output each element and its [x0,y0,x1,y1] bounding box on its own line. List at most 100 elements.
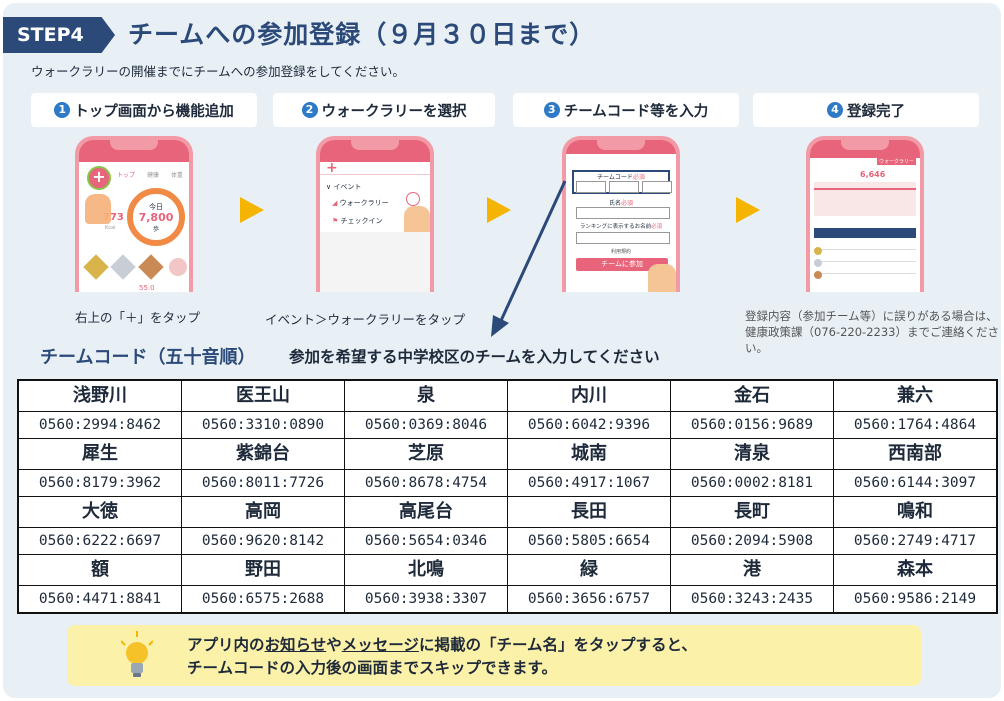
contact-note-line1: 登録内容（参加チーム等）に誤りがある場合は、 [745,309,998,323]
menu-walkrally-label: ウォークラリー [339,199,389,207]
team-code-cell: 0560:6222:6697 [17,527,182,555]
arrow-right-icon [240,197,264,223]
team-code-inputs [576,181,672,193]
contact-note-line2: 健康政策課（076-220-2233）までご連絡ください。 [745,325,999,355]
chevron-down-icon: ∨ [326,183,334,191]
kcal-unit: Kcal [105,225,116,231]
gold-medal-icon [814,247,822,255]
menu-checkin[interactable]: ⚑ チェックイン [332,216,383,226]
course-map [814,182,916,216]
tip-line2: チームコードの入力後の画面までスキップできます。 [187,659,557,677]
team-code-cell: 0560:3243:2435 [670,585,834,614]
school-name-cell: 緑 [507,554,671,586]
tab-health[interactable]: 健康 [147,172,160,179]
team-code-cell: 0560:4917:1067 [507,469,671,497]
app-header-bar [320,140,430,162]
ranking-row [814,252,916,267]
tab-walkrally[interactable]: ウォークラリー [876,158,916,165]
school-name-cell: 清泉 [670,438,834,470]
plus-icon[interactable]: + [87,166,111,190]
team-code-cell: 0560:2094:5908 [670,527,834,555]
hand-pointer-icon [85,194,111,224]
table-subtitle: 参加を希望する中学校区のチームを入力してください [289,348,660,366]
menu-blank-area [320,232,430,292]
tip-text-e: に掲載の「チーム名」をタップすると、 [418,636,697,654]
tab-weight[interactable]: 体重 [171,172,184,179]
plus-icon[interactable]: + [326,160,338,176]
step-ring: 今日 7,800 歩 [127,188,185,246]
team-code-cell: 0560:8011:7726 [181,469,345,497]
phone-notch [351,140,399,150]
name-label: 氏名必須 [566,198,676,207]
pointer-arrow [491,180,567,337]
school-name-cell: 芝原 [344,438,508,470]
phone-screen-top: + トップ 健康 体重 今日 7,800 歩 773 Kcal 55.0 [75,136,193,292]
name-text: 氏名 [608,200,621,207]
shoe-icon: ◢ [332,199,340,207]
step-3-text: チームコード等を入力 [563,103,709,120]
tap-circle-icon [406,192,420,206]
terms-link[interactable]: 利用規約 [610,249,631,255]
phone-notch [597,140,645,150]
team-code-field-3[interactable] [642,181,672,193]
school-name-cell: 北鳴 [344,554,508,586]
globe-icon [168,258,187,276]
required-tag: 必須 [651,224,663,230]
table-row-names: 大徳高岡高尾台長田長町鳴和 [17,496,998,528]
page-subtitle: ウォークラリーの開催までにチームへの参加登録をしてください。 [31,64,405,79]
team-code-cell: 0560:2749:4717 [833,527,998,555]
bottom-value: 55.0 [139,284,155,292]
menu-event-label: イベント [333,183,362,191]
join-team-button[interactable]: チームに参加 [576,258,668,271]
silver-medal-icon [814,259,822,267]
step-badge: STEP4 [3,17,115,53]
school-name-cell: 額 [17,554,182,586]
arrow-right-icon [736,197,760,223]
tip-box: アプリ内のお知らせやメッセージに掲載の「チーム名」をタップすると、 チームコード… [67,625,921,686]
tip-text-a: アプリ内の [187,636,265,654]
pin-icon: ⚑ [332,217,341,225]
menu-checkin-label: チェックイン [340,217,383,225]
team-code-cell: 0560:0156:9689 [670,411,834,439]
school-name-cell: 高尾台 [344,496,508,528]
rank-name-field[interactable] [576,232,670,244]
menu-event[interactable]: ∨ イベント [326,182,361,192]
step-2-caption: イベント＞ウォークラリーをタップ [265,312,466,327]
team-code-text: チームコード [597,174,633,181]
school-name-cell: 泉 [344,379,508,412]
team-code-cell: 0560:6042:9396 [507,411,671,439]
ranking-row [814,264,916,279]
menu-walkrally[interactable]: ◢ ウォークラリー [332,198,389,208]
school-name-cell: 鳴和 [833,496,998,528]
school-name-cell: 兼六 [833,379,998,412]
step-4-text: 登録完了 [847,103,905,120]
school-name-cell: 長田 [507,496,671,528]
tip-text: アプリ内のお知らせやメッセージに掲載の「チーム名」をタップすると、 チームコード… [187,634,697,680]
school-name-cell: 浅野川 [17,379,182,412]
name-field[interactable] [576,207,670,219]
tip-line1: アプリ内のお知らせやメッセージに掲載の「チーム名」をタップすると、 [187,634,697,657]
team-code-cell: 0560:8179:3962 [17,469,182,497]
bronze-medal-icon [814,271,822,279]
team-code-cell: 0560:5805:6654 [507,527,671,555]
school-name-cell: 金石 [670,379,834,412]
team-code-label: チームコード必須 [566,172,676,181]
table-row-names: 犀生紫錦台芝原城南清泉西南部 [17,438,998,470]
team-code-cell: 0560:0369:8046 [344,411,508,439]
team-code-field-2[interactable] [609,181,639,193]
tab-top[interactable]: トップ [117,172,136,179]
ring-unit: 歩 [152,226,159,233]
kcal-value: 773 [103,212,124,223]
team-code-field-1[interactable] [576,181,606,193]
team-code-cell: 0560:6144:3097 [833,469,998,497]
ring-steps: 7,800 [138,211,174,224]
arrow-right-icon [487,197,511,223]
